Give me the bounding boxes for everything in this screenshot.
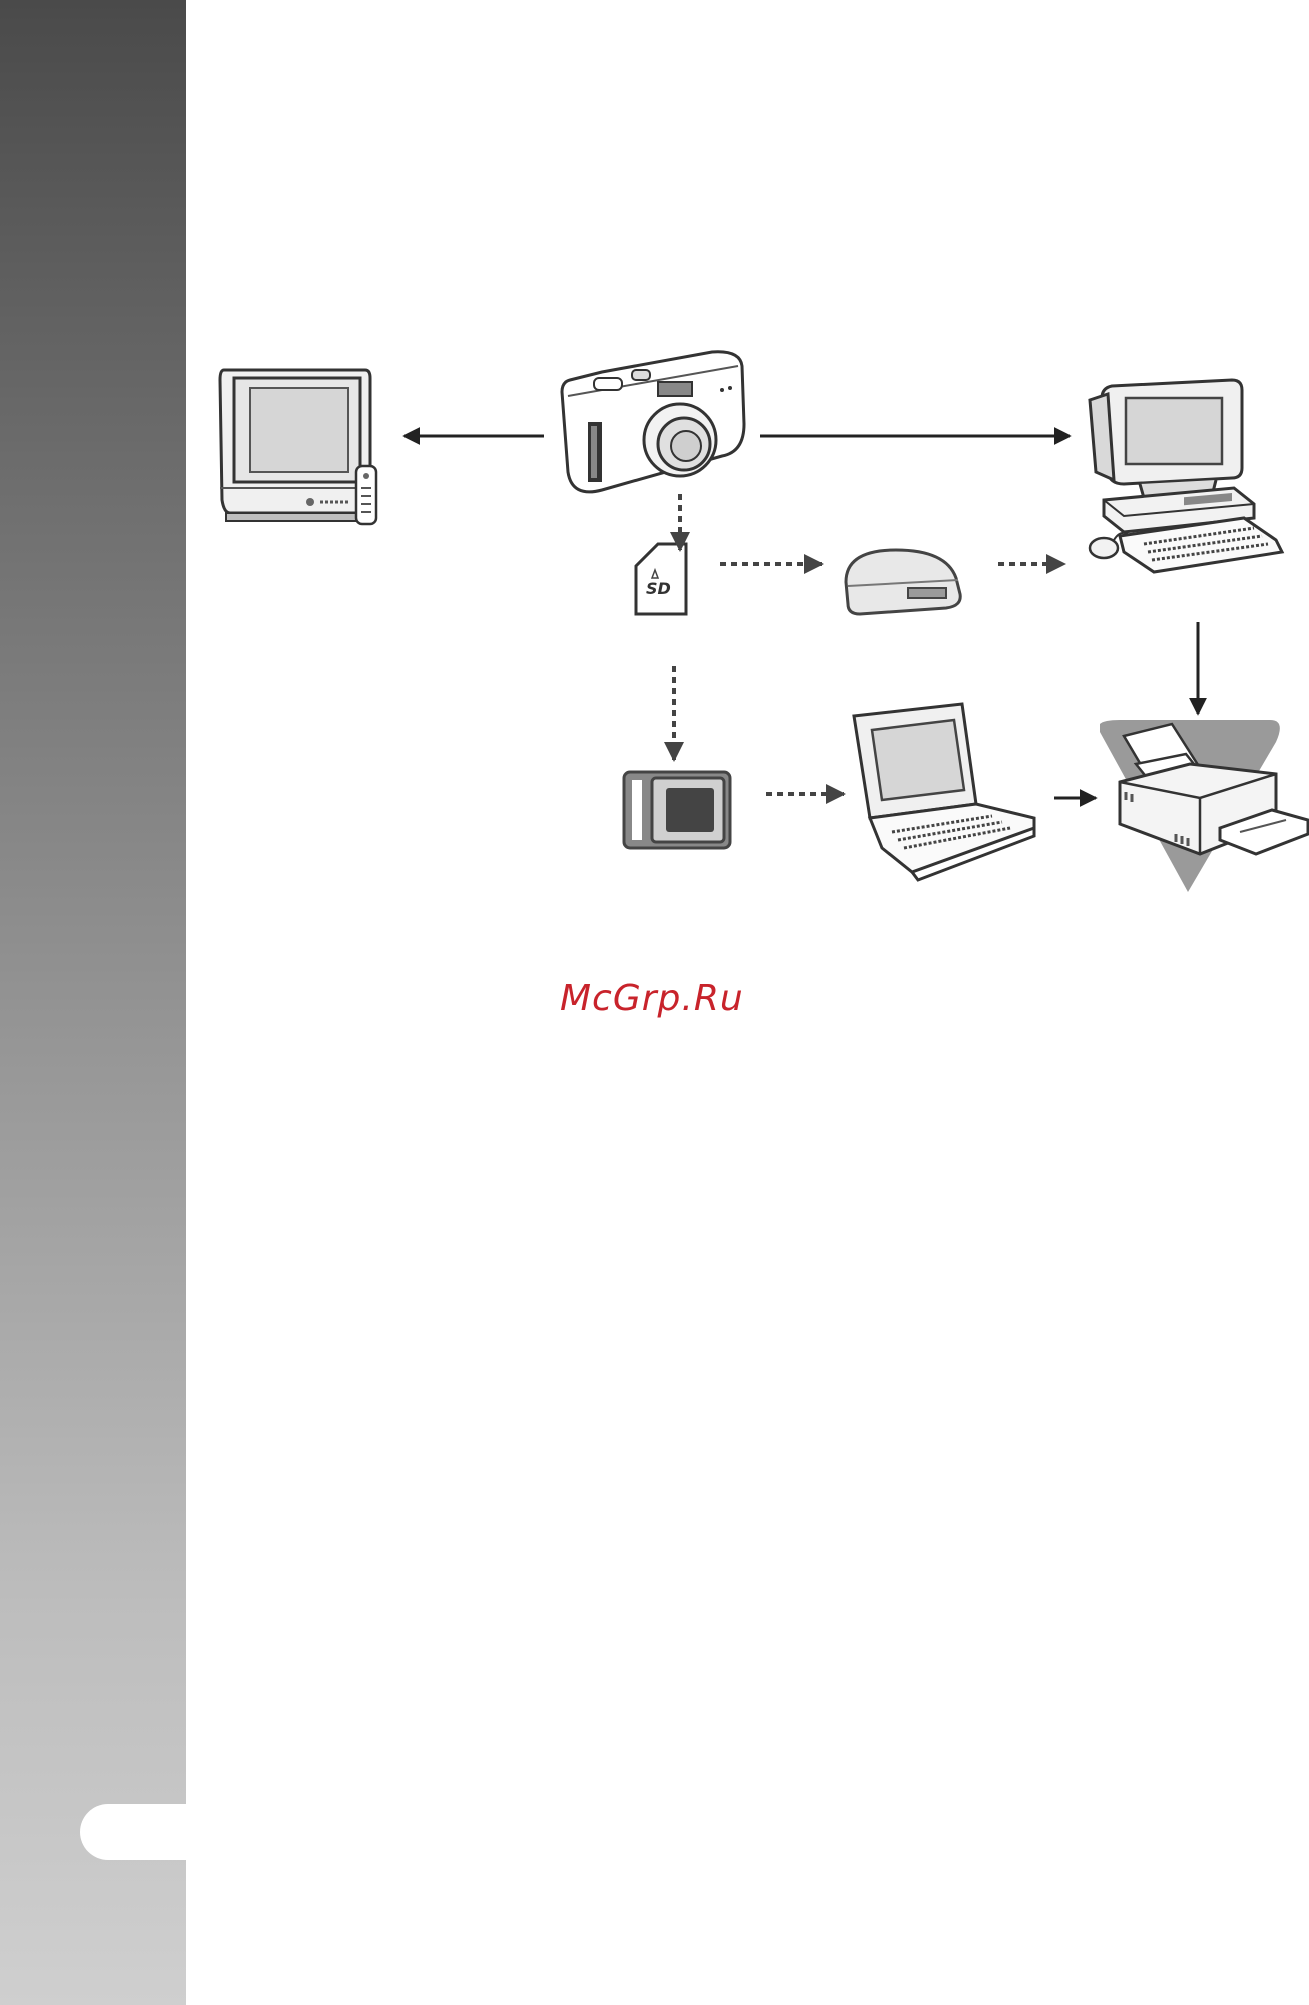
camera-icon [562, 352, 744, 492]
card-reader-icon [846, 550, 960, 614]
pc-card-adapter-icon [624, 772, 730, 848]
printer-icon [1100, 720, 1308, 892]
svg-text:SD: SD [646, 579, 671, 598]
desktop-computer-icon [1090, 380, 1282, 572]
arrows [404, 436, 1198, 798]
tv-icon [220, 370, 376, 524]
sd-card-icon: SD [636, 544, 686, 614]
laptop-icon [854, 704, 1034, 880]
watermark-text: McGrp.Ru [560, 978, 744, 1019]
